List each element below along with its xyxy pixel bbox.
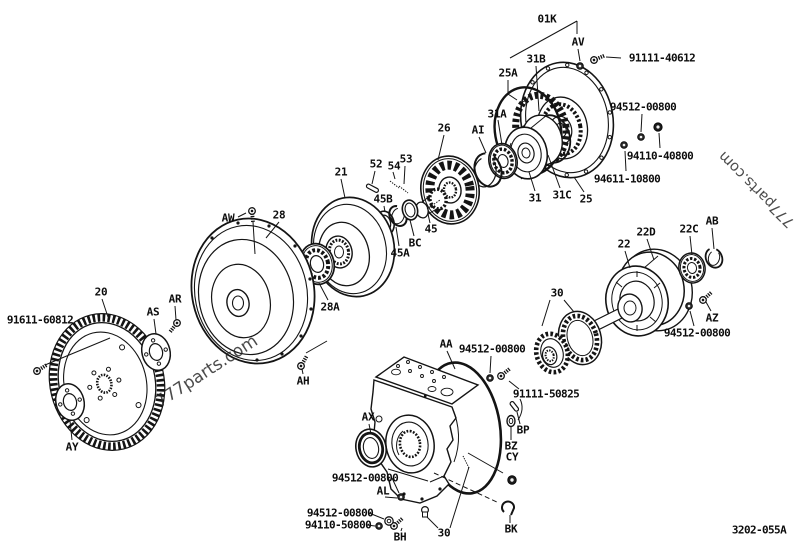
callout-bc-label: BC [408,236,422,250]
callout-53-label: 53 [399,152,413,166]
pump-gears-30-drawing [533,310,603,375]
part-number-91611-60812: 91611-60812 [6,313,74,327]
callout-31c-label: 31C [552,188,572,202]
part-number-94512-00800-al: 94512-00800 [331,471,399,485]
callout-ab-label: AB [705,214,719,228]
callout-ah-label: AH [296,374,310,388]
callout-21-label: 21 [334,165,348,179]
callout-al-label: AL [376,484,390,498]
key-52-drawing [365,183,380,193]
callout-ar-label: AR [168,292,182,306]
callout-bp-label: BP [516,423,530,437]
bearing-22c-drawing [678,252,706,284]
part-number-94512-00800-top: 94512-00800 [609,100,677,114]
callout-22c-label: 22C [679,222,699,236]
part-number-94512-00800-case: 94512-00800 [458,342,526,356]
callout-aa-label: AA [439,337,453,351]
ring-bc-drawing [401,199,419,221]
callout-cy-label: CY [505,450,519,464]
oil-seal-ax-drawing [355,428,387,468]
snap-ring-ab-drawing [704,247,724,269]
torque-converter-28-drawing [190,217,316,365]
callout-01k-label: 01K [537,12,557,26]
callout-45-label: 45 [424,222,438,236]
callout-52-label: 52 [369,157,383,171]
part-number-91111-40612: 91111-40612 [628,51,696,65]
callout-25-label: 25 [579,192,593,206]
callout-bz-label: BZ [504,439,518,453]
part-number-94611-10800: 94611-10800 [593,172,661,186]
spring-54-drawing [389,180,400,189]
callout-30-bottom-label: 30 [437,526,451,540]
case-housing-drawing [370,356,480,504]
part-number-94512-00800-right: 94512-00800 [663,326,731,340]
callout-31a-label: 31A [487,107,507,121]
callout-as-label: AS [146,305,160,319]
callout-av-label: AV [571,35,585,49]
callout-54-label: 54 [387,159,401,173]
part-number-94110-50800: 94110-50800 [304,518,372,532]
callout-22-label: 22 [617,237,631,251]
callout-aw-label: AW [221,211,235,225]
input-shaft-45-drawing [415,187,448,219]
callout-az-label: AZ [705,311,719,325]
callout-leader-lines [44,20,715,532]
callout-30-top-label: 30 [550,286,564,300]
spring-53-drawing [398,185,409,194]
callout-ai-label: AI [471,123,485,137]
callout-ax-label: AX [361,410,375,424]
flange-as-drawing [140,332,172,372]
callout-28-label: 28 [272,208,286,222]
callout-28a-label: 28A [320,300,340,314]
callout-31b-label: 31B [526,52,546,66]
callout-bh-label: BH [393,530,407,544]
callout-45a-label: 45A [390,246,410,260]
callout-22d-label: 22D [636,225,656,239]
callout-bk-label: BK [504,522,518,536]
fastener-drawings [30,50,716,533]
flange-ay-drawing [54,382,86,422]
part-number-94512-00800-bh: 94512-00800 [306,506,374,520]
callout-ay-label: AY [65,440,79,454]
callout-25a-label: 25A [498,66,518,80]
callout-26-label: 26 [437,121,451,135]
figure-code: 3202-055A [731,523,787,537]
part-number-91111-50825: 91111-50825 [512,387,580,401]
part-number-94110-40800: 94110-40800 [626,149,694,163]
callout-31-label: 31 [528,191,542,205]
callout-20-label: 20 [94,285,108,299]
callout-45b-label: 45B [373,192,393,206]
